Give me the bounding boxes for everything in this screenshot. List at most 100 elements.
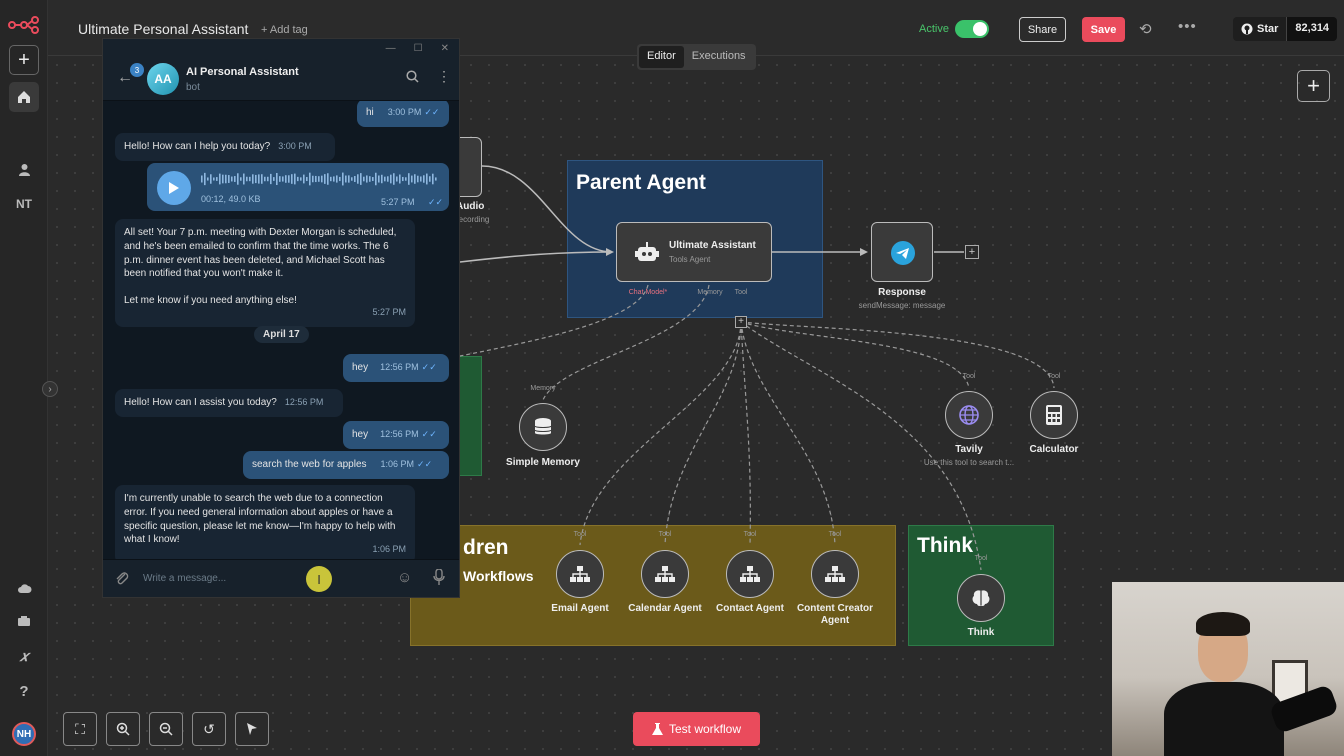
content-creator-agent-node[interactable]: [811, 550, 859, 598]
sidebar-collapse-toggle[interactable]: ›: [42, 381, 58, 397]
add-next-node-button[interactable]: +: [965, 245, 979, 259]
add-node-button[interactable]: +: [1297, 70, 1330, 102]
email-tool-tag: Tool: [573, 531, 587, 538]
response-sub: sendMessage: message: [858, 301, 946, 310]
chat-name[interactable]: AI Personal Assistant: [186, 66, 299, 78]
calculator-label: Calculator: [1029, 444, 1079, 455]
plus-icon: +: [18, 48, 30, 71]
cursor-icon: [247, 723, 257, 735]
tidy-up-button[interactable]: [235, 712, 269, 746]
waveform-bar: [360, 173, 362, 185]
variables-button[interactable]: 𝑥: [9, 641, 39, 671]
cloud-button[interactable]: [9, 573, 39, 603]
project-nt-button[interactable]: NT: [16, 197, 32, 211]
reset-zoom-button[interactable]: ↺: [192, 712, 226, 746]
double-check-icon: ✓✓: [428, 197, 444, 207]
templates-button[interactable]: [9, 606, 39, 636]
message-time: 1:06 PM: [380, 459, 415, 469]
voice-message[interactable]: 00:12, 49.0 KB 5:27 PM ✓✓: [147, 163, 449, 211]
waveform-bar: [234, 176, 236, 182]
search-icon[interactable]: [406, 70, 419, 83]
waveform-bar: [333, 176, 335, 182]
tab-executions[interactable]: Executions: [691, 50, 746, 62]
waveform-bar: [348, 175, 350, 183]
play-icon: [169, 182, 179, 194]
microphone-icon[interactable]: [433, 569, 445, 586]
help-icon: ?: [19, 682, 29, 700]
message-input[interactable]: Write a message...: [143, 573, 227, 584]
active-toggle[interactable]: [955, 20, 989, 38]
github-star-button[interactable]: Star: [1233, 17, 1287, 41]
waveform-bar: [258, 174, 260, 184]
test-workflow-button[interactable]: Test workflow: [633, 712, 760, 746]
message-in: Hello! How can I help you today?3:00 PM: [115, 133, 335, 161]
add-tool-button[interactable]: +: [735, 316, 747, 328]
sticky-children-title: dren: [463, 536, 509, 559]
tab-editor[interactable]: Editor: [639, 46, 684, 68]
waveform-bar: [249, 176, 251, 182]
github-star-widget[interactable]: Star 82,314: [1233, 17, 1338, 41]
fullscreen-icon: ⛶: [75, 720, 85, 737]
minimize-icon[interactable]: —: [385, 42, 396, 54]
kebab-menu-icon[interactable]: ⋮: [437, 68, 451, 84]
plus-icon: +: [1307, 73, 1320, 98]
play-button[interactable]: [157, 171, 191, 205]
port-tool[interactable]: Tool: [734, 289, 748, 296]
waveform-bar: [363, 176, 365, 182]
help-button[interactable]: ?: [9, 676, 39, 706]
ultimate-assistant-node[interactable]: Ultimate Assistant Tools Agent: [616, 222, 772, 282]
waveform-bar: [354, 176, 356, 182]
add-tag-button[interactable]: + Add tag: [261, 24, 308, 36]
more-options-icon[interactable]: •••: [1178, 18, 1197, 35]
workflow-title[interactable]: Ultimate Personal Assistant: [78, 21, 249, 37]
undo-icon: ↺: [203, 720, 215, 737]
port-memory[interactable]: Memory: [697, 289, 723, 296]
response-node[interactable]: [871, 222, 933, 282]
waveform-bar: [276, 172, 278, 186]
maximize-icon[interactable]: ☐: [413, 42, 423, 54]
waveform-bar: [369, 176, 371, 182]
zoom-in-button[interactable]: [106, 712, 140, 746]
history-icon[interactable]: ⟲: [1139, 21, 1152, 38]
waveform-bar: [204, 172, 206, 186]
paperclip-icon[interactable]: [115, 570, 129, 586]
waveform-bar: [321, 175, 323, 183]
think-label: Think: [967, 627, 995, 638]
waveform-bar: [297, 176, 299, 182]
database-icon: [534, 418, 552, 435]
zoom-out-button[interactable]: [149, 712, 183, 746]
message-time: 5:27 PM: [381, 197, 415, 207]
home-button[interactable]: [9, 82, 39, 112]
back-arrow-icon[interactable]: ←: [117, 69, 133, 86]
emoji-icon[interactable]: ☺: [397, 569, 413, 586]
message-time: 12:56 PM: [380, 429, 419, 439]
waveform-bar: [294, 173, 296, 185]
share-button[interactable]: Share: [1019, 17, 1066, 42]
waveform-bar: [279, 176, 281, 182]
message-time: 1:06 PM: [372, 544, 406, 555]
tavily-node[interactable]: [945, 391, 993, 439]
n8n-logo-icon[interactable]: [8, 16, 40, 34]
user-avatar[interactable]: NH: [12, 722, 36, 746]
waveform-bar: [432, 173, 434, 185]
personal-button[interactable]: [9, 154, 39, 184]
calendar-agent-node[interactable]: [641, 550, 689, 598]
contact-agent-node[interactable]: [726, 550, 774, 598]
close-icon[interactable]: ✕: [440, 42, 449, 54]
calculator-node[interactable]: [1030, 391, 1078, 439]
tavily-sub: Use this tool to search t...: [923, 458, 1015, 467]
email-agent-node[interactable]: [556, 550, 604, 598]
email-agent-label: Email Agent: [551, 603, 609, 614]
fit-view-button[interactable]: ⛶: [63, 712, 97, 746]
webcam-overlay: [1112, 582, 1344, 756]
port-chat-model[interactable]: Chat Model*: [628, 289, 668, 296]
message-text: Hello! How can I help you today?: [124, 141, 271, 152]
save-button[interactable]: Save: [1082, 17, 1125, 42]
think-node[interactable]: [957, 574, 1005, 622]
chat-avatar[interactable]: AA: [147, 63, 179, 95]
date-divider: April 17: [254, 326, 309, 343]
add-workflow-button[interactable]: +: [9, 45, 39, 75]
simple-memory-node[interactable]: [519, 403, 567, 451]
